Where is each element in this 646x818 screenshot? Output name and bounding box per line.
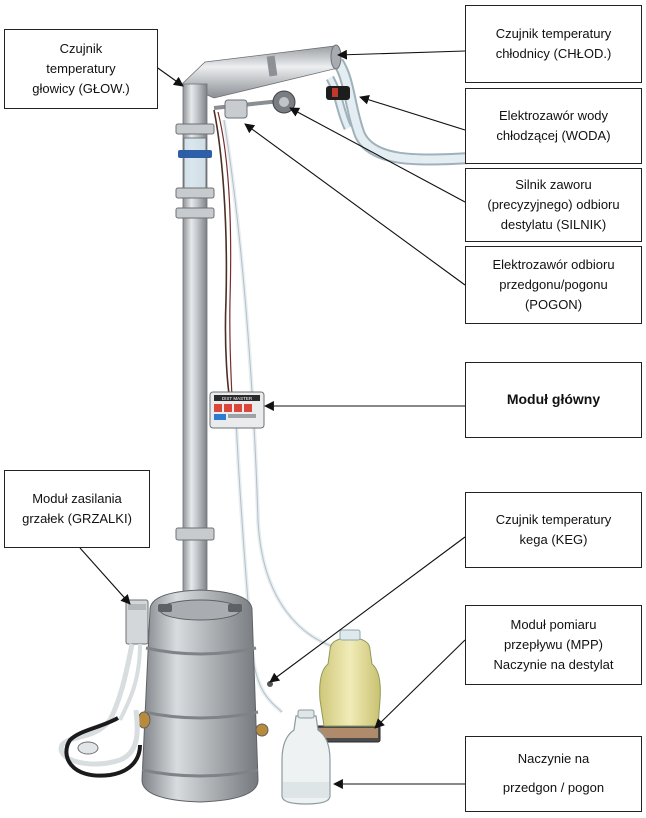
label-cooler-temp-sensor: Czujnik temperatury chłodnicy (CHŁOD.) bbox=[465, 5, 642, 83]
distillate-vessel bbox=[311, 629, 381, 743]
leader-woda bbox=[359, 94, 466, 131]
label-line: Naczynie na bbox=[517, 751, 590, 767]
label-line: przedgonu/pogonu bbox=[499, 276, 608, 292]
label-cooling-water-valve: Elektrozawór wody chłodzącej (WODA) bbox=[465, 88, 642, 164]
label-valve-motor: Silnik zaworu (precyzyjnego) odbioru des… bbox=[465, 168, 642, 242]
label-foreshot-valve: Elektrozawór odbioru przedgonu/pogonu (P… bbox=[465, 246, 642, 324]
keg bbox=[137, 589, 273, 803]
leader-silnik bbox=[289, 107, 466, 203]
label-line: chłodzącej (WODA) bbox=[496, 128, 611, 143]
label-line: przedgon / pogon bbox=[502, 780, 605, 795]
main-controller-unit: DIST MASTER bbox=[209, 391, 265, 429]
leader-pogon bbox=[244, 123, 466, 286]
label-line: Silnik zaworu bbox=[515, 176, 592, 192]
label-line: Elektrozawór wody bbox=[498, 107, 609, 123]
leader-keg bbox=[269, 536, 466, 683]
label-line: kega (KEG) bbox=[519, 532, 588, 547]
valve-cluster bbox=[213, 86, 350, 119]
label-line: temperatury bbox=[46, 60, 116, 76]
controller-brand-text: DIST MASTER bbox=[222, 396, 253, 401]
foreshot-vessel bbox=[281, 709, 331, 805]
label-line: Czujnik temperatury bbox=[495, 25, 612, 41]
label-line: (POGON) bbox=[524, 297, 583, 313]
label-heater-power-module: Moduł zasilania grzałek (GRZALKI) bbox=[4, 470, 150, 548]
column bbox=[175, 83, 215, 609]
label-line: Moduł zasilania bbox=[32, 490, 122, 506]
label-keg-temp-sensor: Czujnik temperatury kega (KEG) bbox=[465, 492, 642, 568]
cooling-hose bbox=[326, 58, 471, 166]
leader-chlod bbox=[337, 49, 466, 60]
label-flow-module: Moduł pomiaru przepływu (MPP) Naczynie n… bbox=[465, 605, 642, 685]
leader-grzalki bbox=[79, 547, 131, 605]
label-line: głowicy (GŁOW.) bbox=[32, 81, 130, 97]
label-line: Moduł pomiaru bbox=[510, 616, 597, 632]
label-line: chłodnicy (CHŁOD.) bbox=[495, 46, 612, 61]
label-line: Naczynie na destylat bbox=[493, 657, 614, 673]
label-line: destylatu (SILNIK) bbox=[500, 217, 607, 233]
heater-power-module bbox=[58, 599, 149, 778]
label-line: grzałek (GRZALKI) bbox=[22, 511, 132, 526]
label-foreshot-vessel: Naczynie na przedgon / pogon bbox=[465, 736, 642, 812]
label-line: Czujnik temperatury bbox=[495, 511, 612, 527]
leader-mpp bbox=[374, 639, 466, 729]
label-line: Moduł główny bbox=[506, 391, 601, 408]
label-line: przepływu (MPP) bbox=[504, 636, 603, 652]
label-head-temp-sensor: Czujnik temperatury głowicy (GŁOW.) bbox=[4, 29, 158, 109]
label-main-module: Moduł główny bbox=[465, 362, 642, 438]
leader-lines bbox=[79, 49, 466, 789]
label-line: Elektrozawór odbioru bbox=[492, 256, 615, 272]
label-line: (precyzyjnego) odbioru bbox=[487, 196, 620, 212]
leader-glow bbox=[154, 65, 184, 87]
label-line: Czujnik bbox=[59, 40, 103, 56]
